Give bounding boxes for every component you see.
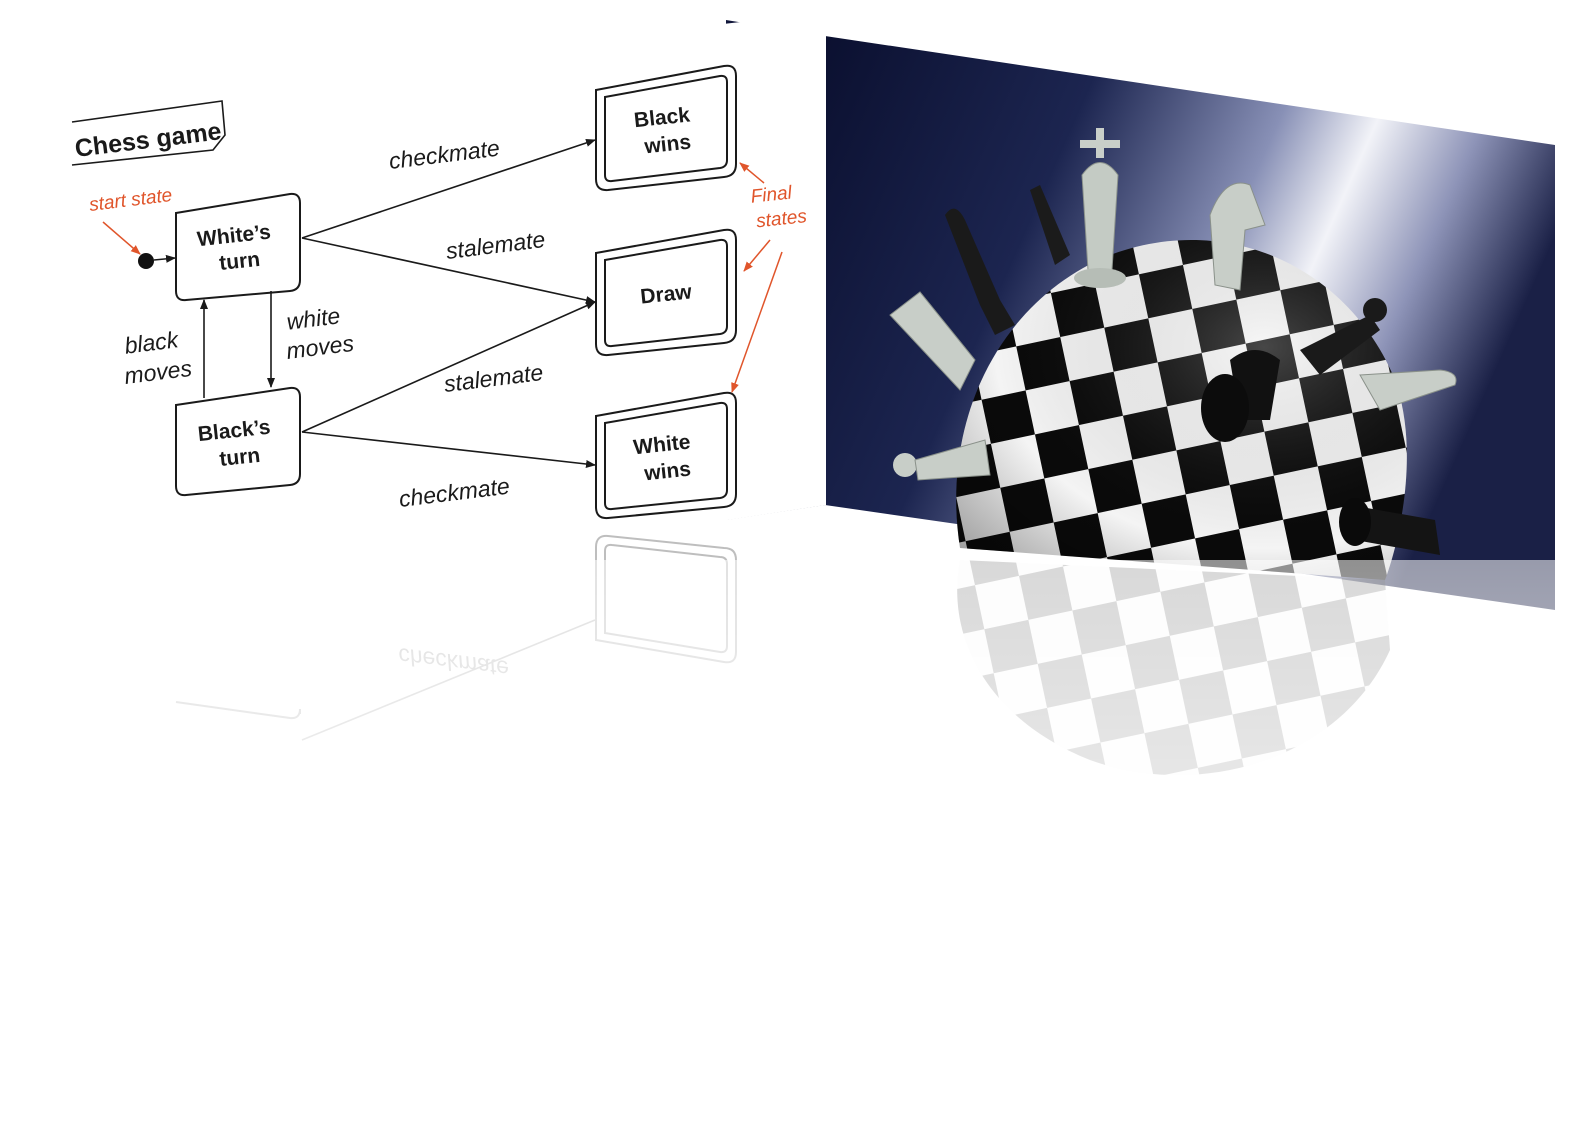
final-annotation-arrow-3 xyxy=(731,251,783,393)
white-bishop-right-icon xyxy=(1359,369,1457,411)
black-pawn-right-icon xyxy=(1300,298,1387,375)
initial-state-dot xyxy=(138,253,154,269)
knight-piece-icon xyxy=(1209,182,1266,291)
transition-black-to-white-wins xyxy=(301,431,596,468)
transition-white-to-black-wins xyxy=(301,139,596,239)
state-black-turn-label: Black’s turn xyxy=(197,415,280,473)
state-black-turn: Black’s turn xyxy=(175,386,301,497)
chess-pieces xyxy=(889,128,1457,555)
black-pawn-piece-icon xyxy=(1030,185,1070,265)
white-pawn-left-icon xyxy=(893,439,991,481)
start-annotation-arrow xyxy=(102,221,141,255)
black-bishop-piece-icon xyxy=(945,208,1015,335)
state-draw-label: Draw xyxy=(639,280,693,308)
final-annotation-arrow-1 xyxy=(739,162,765,184)
state-white-wins: White wins xyxy=(595,391,737,520)
black-rook-right-icon xyxy=(1339,498,1440,555)
state-white-turn: White’s turn xyxy=(175,192,301,302)
king-piece-icon xyxy=(1074,128,1126,288)
state-black-wins: Black wins xyxy=(595,64,737,192)
chess-image-panel xyxy=(726,20,1555,610)
reflection-fade xyxy=(0,560,1585,1143)
transition-white-to-draw xyxy=(301,237,596,304)
state-draw: Draw xyxy=(595,228,737,357)
initial-transition-arrow xyxy=(153,254,176,263)
transition-black-to-draw xyxy=(301,301,596,433)
final-annotation-arrow-2 xyxy=(743,239,771,272)
black-queen-piece-icon xyxy=(1201,350,1280,442)
rook-piece-icon xyxy=(889,291,976,391)
state-diagram-slide: Chess game start state White’s turn Blac… xyxy=(71,12,826,620)
